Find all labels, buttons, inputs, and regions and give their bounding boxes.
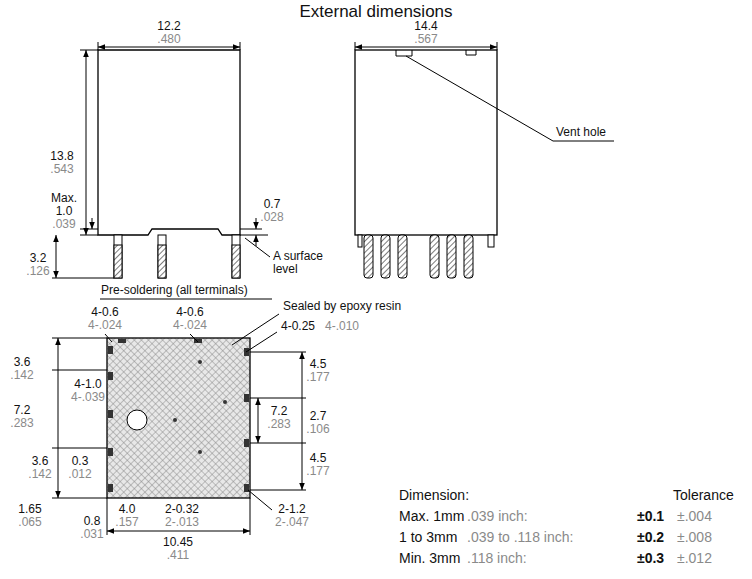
tolerance-cell: 1 to 3mm <box>398 530 458 545</box>
inch-value: .142 <box>27 468 52 481</box>
drawing-title: External dimensions <box>299 2 452 22</box>
inch-value: 4-.010 <box>324 320 360 333</box>
inch-value: .106 <box>305 423 330 436</box>
dimension-value: 4-1.0 <box>73 378 102 391</box>
tolerance-cell: .118 inch: <box>466 551 528 566</box>
tolerance-cell: ±.004 <box>676 509 713 524</box>
dimension-value: 0.8 <box>83 515 102 528</box>
inch-value: 2-.047 <box>274 516 310 529</box>
inch-value: .283 <box>9 417 34 430</box>
inch-value: .039 <box>51 218 76 231</box>
inch-value: 4-.039 <box>70 391 106 404</box>
inch-value: .157 <box>114 516 139 529</box>
inch-value: .543 <box>49 163 74 176</box>
part-label: Vent hole <box>555 126 607 139</box>
dimension-value: 2-0.32 <box>164 503 200 516</box>
dimension-value: 4-0.6 <box>175 306 204 319</box>
tolerance-cell: ±0.1 <box>636 509 665 524</box>
tolerance-cell: .039 inch: <box>466 509 529 524</box>
dimension-value: 3.6 <box>31 455 50 468</box>
dimension-value: 7.2 <box>13 404 32 417</box>
tolerance-cell: Min. 3mm <box>398 551 461 566</box>
inch-value: .177 <box>305 371 330 384</box>
dimension-value: 1.65 <box>17 503 42 516</box>
dimension-value: 0.7 <box>263 198 282 211</box>
tolerance-cell: Max. 1mm <box>398 509 465 524</box>
dimension-value: 4.0 <box>118 503 137 516</box>
inch-value: .126 <box>25 265 50 278</box>
inch-value: .480 <box>156 33 181 46</box>
dimension-value: 4-0.25 <box>280 320 316 333</box>
dimension-value: 3.2 <box>29 252 48 265</box>
inch-value: .283 <box>266 418 291 431</box>
dimension-value: 3.6 <box>13 356 32 369</box>
inch-value: 2-.013 <box>164 516 200 529</box>
dimension-value: 7.2 <box>270 405 289 418</box>
tolerance-cell: ±0.3 <box>636 551 665 566</box>
dimension-value: 13.8 <box>49 150 74 163</box>
tolerance-cell: ±.008 <box>676 530 713 545</box>
part-label: A surface level <box>272 250 338 276</box>
dimension-value: 2.7 <box>309 410 328 423</box>
relay-body <box>98 50 240 235</box>
inch-value: .177 <box>305 465 330 478</box>
inch-value: .567 <box>413 33 438 46</box>
dimension-value: 0.3 <box>71 455 90 468</box>
inch-value: .411 <box>166 549 190 562</box>
dimension-value: 4-0.6 <box>90 306 119 319</box>
dimension-value: 2-1.2 <box>277 503 306 516</box>
inch-value: 4-.024 <box>172 319 208 332</box>
terminal <box>114 235 122 278</box>
inch-value: 4-.024 <box>87 319 123 332</box>
tolerance-cell: ±0.2 <box>636 530 665 545</box>
inch-value: .028 <box>259 211 284 224</box>
dimension-value: 10.45 <box>162 536 194 549</box>
dimension-value: 4.5 <box>309 358 328 371</box>
tolerance-cell: Tolerance <box>672 488 735 503</box>
part-label: Pre-soldering (all terminals) <box>100 284 249 297</box>
tolerance-cell: .039 to .118 inch: <box>466 530 574 545</box>
dimension-value: 1.0 <box>55 205 74 218</box>
dimension-value: Max. <box>50 192 78 205</box>
dimension-value: 14.4 <box>413 20 438 33</box>
inch-value: .142 <box>9 369 34 382</box>
part-label: Sealed by epoxy resin <box>282 300 402 313</box>
inch-value: .012 <box>67 468 92 481</box>
inch-value: .031 <box>79 528 104 541</box>
dimension-value: 4.5 <box>309 452 328 465</box>
tolerance-cell: Dimension: <box>398 488 470 503</box>
dimension-value: 12.2 <box>156 20 181 33</box>
inch-value: .065 <box>17 516 42 529</box>
tolerance-cell: ±.012 <box>676 551 713 566</box>
